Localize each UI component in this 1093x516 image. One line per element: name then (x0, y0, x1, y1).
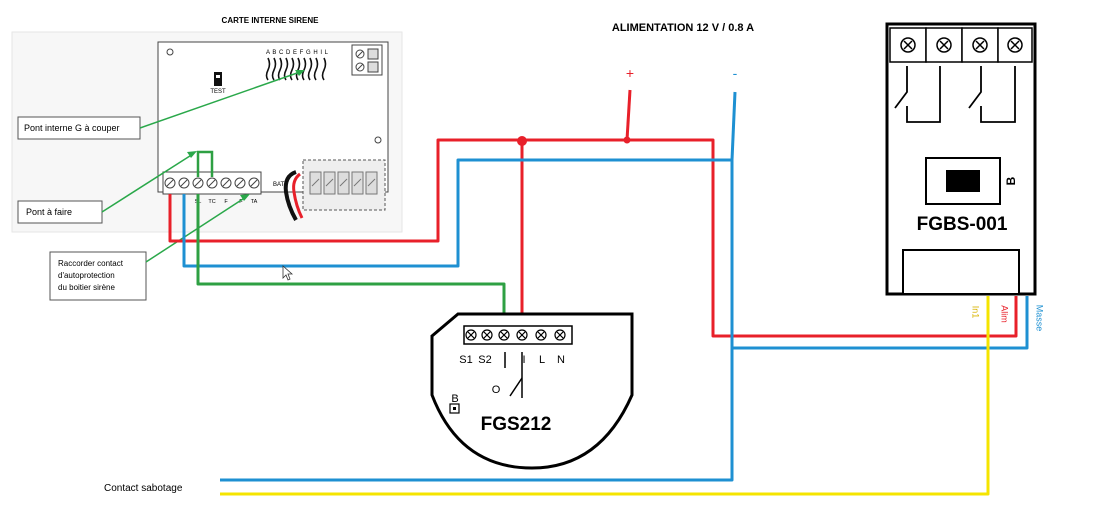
fgs212-button-label: B (451, 393, 458, 405)
terminal-label: F (224, 199, 228, 205)
fgs212-terminal-label: S1 (459, 354, 472, 366)
callout-tamper-line1: Raccorder contact (58, 259, 124, 268)
callout-tamper-line3: du boitier sirène (58, 283, 115, 292)
tamper-contact-label: Contact sabotage (104, 483, 183, 494)
power-supply: ALIMENTATION 12 V / 0.8 A + - (612, 22, 754, 81)
fgs212-terminal-label: L (539, 354, 545, 366)
wire-blue-supply (730, 91, 737, 161)
fgs212-terminal-label: N (557, 354, 565, 366)
wire-yellow-in1 (220, 296, 990, 496)
power-plus-label: + (626, 65, 634, 81)
grey-connector (302, 159, 386, 211)
siren-card-title: CARTE INTERNE SIRENE (222, 16, 320, 25)
terminal-label: TC (208, 199, 215, 205)
wire-blue-fgbs (732, 296, 1029, 350)
fgs212-terminal-label: I (522, 354, 525, 366)
mouse-cursor-icon (282, 265, 294, 281)
test-label: TEST (210, 89, 226, 95)
fgbs001-module: B FGBS-001 In1 Alim Masse (885, 22, 1045, 332)
wire-label-masse: Masse (1035, 305, 1045, 332)
batt-label: BATT (273, 182, 288, 188)
bridge-jumpers (265, 57, 327, 81)
mounting-hole-icon (374, 136, 382, 144)
relay-contact-icon (504, 352, 523, 398)
callout-bridge-cut-text: Pont interne G à couper (24, 123, 120, 133)
red-junction-dot (517, 136, 527, 146)
fgbs001-button-label: B (1004, 176, 1018, 185)
fgs212-module: S1 S2 I I L N O B FGS212 (430, 312, 634, 470)
wire-red-supply (625, 89, 632, 141)
callout-bridge-cut: Pont interne G à couper (17, 70, 305, 140)
siren-card: CARTE INTERNE SIRENE A B C D E F G H I L… (11, 16, 403, 233)
top-right-connector (351, 44, 383, 76)
power-minus-label: - (733, 65, 738, 81)
power-title: ALIMENTATION 12 V / 0.8 A (612, 22, 754, 34)
fgbs001-button (946, 170, 980, 192)
callout-bridge-make: Pont à faire (17, 151, 197, 224)
relay-contacts-icon (894, 66, 1016, 123)
wire-green-tamper (196, 194, 506, 324)
red-junction-dot (623, 136, 631, 144)
callout-bridge-make-text: Pont à faire (26, 207, 72, 217)
fgs212-name: FGS212 (481, 414, 552, 435)
callout-tamper-line2: d'autoprotection (58, 271, 115, 280)
fgs212-terminal-label: S2 (478, 354, 491, 366)
fgbs001-name: FGBS-001 (917, 214, 1008, 235)
wire-red-main (168, 138, 1018, 338)
test-jumper (214, 72, 222, 86)
fgbs001-connector (902, 249, 1020, 295)
callout-tamper: Raccorder contact d'autoprotection du bo… (49, 194, 250, 301)
bridge-letters: A B C D E F G H I L (266, 50, 329, 56)
wire-label-in1: In1 (971, 306, 981, 319)
green-jumper (196, 150, 214, 177)
wire-label-alim: Alim (1000, 305, 1010, 323)
siren-terminal-block (162, 171, 262, 195)
terminal-label: -F (237, 199, 243, 205)
mounting-hole-icon (166, 48, 174, 56)
wire-blue-main (182, 158, 734, 482)
fgs212-contact-label: O (492, 384, 501, 396)
battery-leads: BATT (273, 170, 304, 221)
terminal-label: TA (251, 199, 258, 205)
wires (168, 89, 1029, 496)
